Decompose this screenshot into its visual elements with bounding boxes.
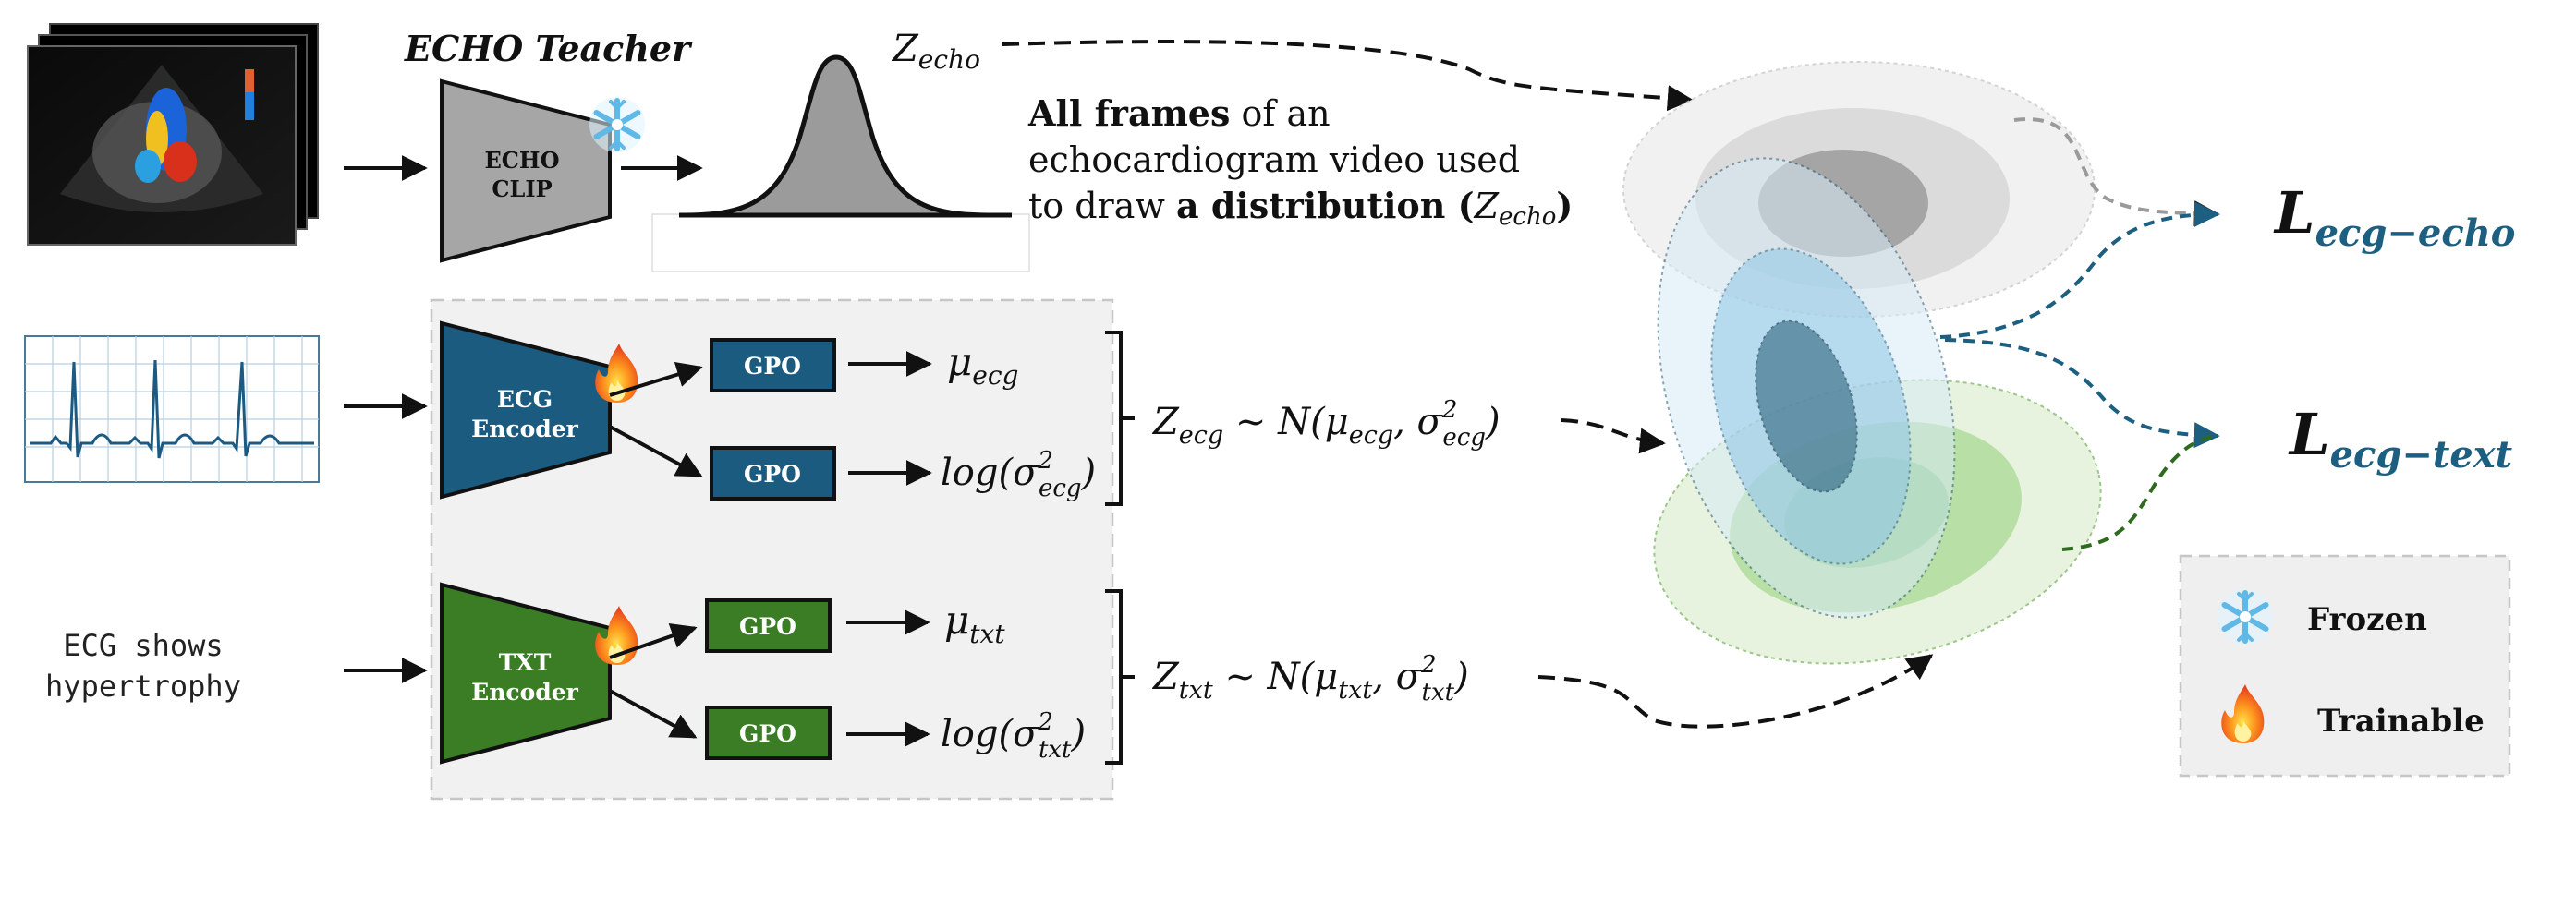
z-echo-label: Zecho <box>891 28 980 75</box>
svg-text:GPO: GPO <box>744 353 801 380</box>
echo-clip-label-line2: CLIP <box>492 175 552 202</box>
ecg-distribution-ellipses <box>1657 157 1956 619</box>
legend-trainable-label: Trainable <box>2317 703 2485 740</box>
echo-distribution-curve <box>651 54 1030 272</box>
z-echo-to-space-arrow <box>1002 40 1694 112</box>
txt-encoder-label-line2: Encoder <box>471 679 579 706</box>
txt-input-line2: hypertrophy <box>45 669 241 704</box>
legend-frozen-label: Frozen <box>2307 601 2427 638</box>
text-to-loss-text-arrow <box>2061 434 2218 551</box>
ecg-encoder-label-line1: ECG <box>497 386 553 413</box>
z-ecg-to-space-arrow <box>1561 418 1666 454</box>
txt-encoder-label-line1: TXT <box>499 649 552 676</box>
ecg-brace <box>1105 331 1135 506</box>
ecg-encoder-label-line2: Encoder <box>471 416 579 442</box>
svg-text:echocardiogram video used: echocardiogram video used <box>1028 139 1520 180</box>
echo-teacher-title: ECHO Teacher <box>404 28 693 69</box>
txt-input-line1: ECG shows <box>63 628 223 663</box>
ecg-gpo-mu-box: GPO <box>710 338 836 392</box>
svg-text:GPO: GPO <box>744 461 801 488</box>
echo-clip-encoder: ECHO CLIP <box>440 78 612 263</box>
z-txt-to-space-arrow <box>1537 654 1934 729</box>
legend-snowflake-icon <box>2218 589 2273 645</box>
echo-distribution-note: All frames of an echocardiogram video us… <box>1027 92 1573 231</box>
txt-to-gpo-mu-arrow <box>609 623 698 659</box>
embedding-space <box>1622 61 2102 665</box>
svg-text:GPO: GPO <box>739 720 796 747</box>
svg-text:All frames of an: All frames of an <box>1027 92 1331 134</box>
ecg-waveform-image <box>24 335 320 483</box>
loss-ecg-echo-label: Lecg−echo <box>2273 179 2515 255</box>
txt-to-gpo-log-arrow <box>609 689 698 739</box>
ecg-encoder: ECG Encoder <box>440 320 612 500</box>
echo-clip-label-line1: ECHO <box>485 147 560 174</box>
txt-encoder: TXT Encoder <box>440 582 612 765</box>
svg-text:to draw a distribution (Zecho): to draw a distribution (Zecho) <box>1028 185 1573 231</box>
loss-ecg-text-label: Lecg−text <box>2288 401 2513 477</box>
ecg-to-loss-text-arrow <box>1944 338 2220 449</box>
ecg-gpo-log-box: GPO <box>710 446 836 501</box>
txt-gpo-mu-box: GPO <box>705 598 832 653</box>
ecg-to-gpo-log-arrow <box>609 425 703 477</box>
svg-text:GPO: GPO <box>739 613 796 640</box>
echo-to-loss-echo-arrow <box>2013 117 2220 227</box>
txt-mu-label: μtxt <box>944 597 1005 649</box>
ecg-mu-label: μecg <box>947 339 1018 391</box>
echo-video-frames <box>27 23 319 246</box>
frozen-snowflake-icon <box>589 97 645 152</box>
legend: Frozen Trainable <box>2179 554 2511 778</box>
ecg-to-loss-echo-arrow <box>1939 201 2220 339</box>
ecg-to-gpo-mu-arrow <box>609 361 703 397</box>
txt-brace <box>1105 589 1135 765</box>
txt-gpo-log-box: GPO <box>705 706 832 760</box>
